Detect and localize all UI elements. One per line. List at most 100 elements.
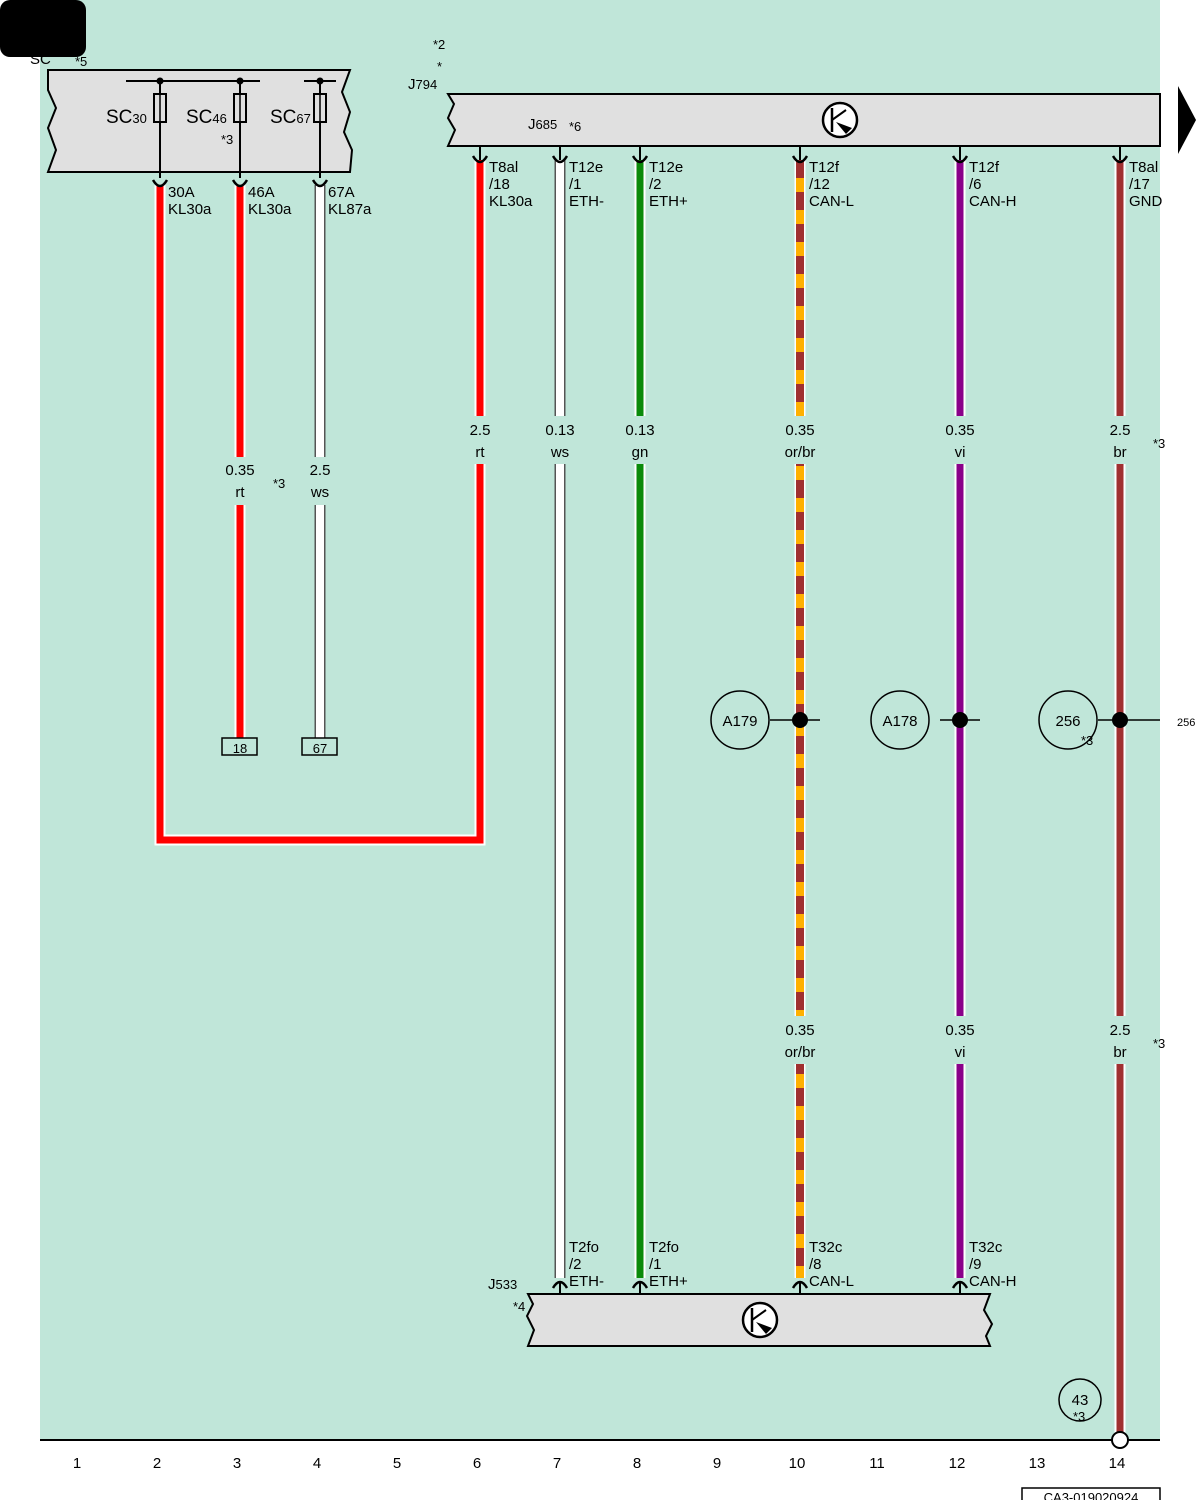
wire-label-note: *3 — [1153, 1036, 1165, 1051]
j533-pin-0-conn: T2fo — [569, 1239, 599, 1256]
wire-kl30a-loop — [156, 160, 484, 844]
column-number: 4 — [313, 1455, 321, 1472]
wire-labels: 0.35 rt *3 2.5 ws 2.5 rt 0.13 ws 0.13 gn… — [225, 422, 1165, 1061]
wire-label-size: 2.5 — [470, 422, 491, 439]
column-number: 11 — [869, 1455, 885, 1472]
wire-label-color: vi — [955, 444, 966, 461]
wire-label-note: *3 — [1153, 436, 1165, 451]
column-number: 13 — [1029, 1455, 1046, 1472]
document-code-box: CA3-019020924 — [1021, 1487, 1161, 1500]
next-page-arrow[interactable] — [1178, 86, 1196, 154]
wire-label-note: *3 — [273, 476, 285, 491]
j794-pin-1-conn: T12e — [569, 159, 603, 176]
j794-pin-0-num: /18 — [489, 176, 510, 193]
sc67-signal-label: KL87a — [328, 201, 372, 218]
j794-pin-3-conn: T12f — [809, 159, 840, 176]
wire-label-size: 2.5 — [310, 462, 331, 479]
j533-pin-3-conn: T32c — [969, 1239, 1003, 1256]
wire-label-size: 0.35 — [785, 1022, 814, 1039]
j533-pin-1-num: /1 — [649, 1256, 662, 1273]
j794-body — [446, 93, 1161, 147]
pin-arc — [631, 155, 649, 164]
j533-label: J533 — [488, 1276, 517, 1293]
j794-pin-0-conn: T8al — [489, 159, 518, 176]
j685-label: J685 — [528, 116, 557, 133]
j794-component[interactable]: *2 * J794 J685 *6 — [408, 37, 1161, 147]
sc30-pin-label: 30A — [168, 184, 195, 201]
wire-label-size: 0.13 — [625, 422, 654, 439]
column-number: 9 — [713, 1455, 721, 1472]
column-number: 3 — [233, 1455, 241, 1472]
j685-note: *6 — [569, 119, 581, 134]
pin-arc — [151, 179, 169, 188]
connection-256-label: 256 — [1055, 713, 1080, 730]
column-number: 7 — [553, 1455, 561, 1472]
j794-label: J794 — [408, 76, 437, 93]
pin-arc — [311, 179, 329, 188]
j794-pin-4-num: /6 — [969, 176, 982, 193]
network-gateway-icon — [741, 1301, 779, 1339]
j533-pin-2-num: /8 — [809, 1256, 822, 1273]
j794-pin-1-signal: ETH- — [569, 193, 604, 210]
wire-label-size: 0.13 — [545, 422, 574, 439]
column-number: 12 — [949, 1455, 966, 1472]
column-number: 14 — [1109, 1455, 1126, 1472]
j794-pin-3-num: /12 — [809, 176, 830, 193]
wire-label-size: 0.35 — [945, 1022, 974, 1039]
connection-a178[interactable]: A178 — [870, 690, 980, 750]
sc30-signal-label: KL30a — [168, 201, 212, 218]
j794-pin-0-signal: KL30a — [489, 193, 533, 210]
j794-pin-4-conn: T12f — [969, 159, 1000, 176]
page-tab — [0, 0, 86, 57]
sc46-pin-label: 46A — [248, 184, 275, 201]
sc67-label: SC67 — [270, 107, 311, 128]
wire-label-color: rt — [475, 444, 485, 461]
sc-partial-label: SC — [30, 51, 51, 68]
ground-43-label: 43 — [1072, 1392, 1089, 1409]
connection-a179[interactable]: A179 — [710, 690, 820, 750]
wire-label-color: gn — [632, 444, 649, 461]
j533-note: *4 — [513, 1299, 525, 1314]
column-number: 5 — [393, 1455, 401, 1472]
terminal-67[interactable]: 67 — [301, 737, 338, 756]
wire-label-size: 0.35 — [785, 422, 814, 439]
sc46-note: *3 — [221, 132, 233, 147]
pin-arc — [231, 179, 249, 188]
wire-label-color: or/br — [785, 1044, 816, 1061]
column-number: 2 — [153, 1455, 161, 1472]
network-gateway-icon — [821, 101, 859, 139]
sc46-label: SC46 — [186, 107, 227, 128]
connector-pin-leads — [479, 146, 1121, 1294]
wire-label-color: ws — [550, 444, 569, 461]
terminal-18[interactable]: 18 — [221, 737, 258, 756]
ground-terminal-icon — [1111, 1431, 1129, 1449]
j533-pin-3-signal: CAN-H — [969, 1273, 1017, 1290]
j794-note-top: *2 — [433, 37, 445, 52]
sc-fuse-block[interactable]: SC *5 SC30 SC46 *3 SC67 30A KL30a 46A KL… — [30, 51, 372, 218]
wire-label-color: vi — [955, 1044, 966, 1061]
connection-a178-label: A178 — [882, 713, 917, 730]
right-reference-label: 256 — [1177, 717, 1195, 729]
j794-pin-4-signal: CAN-H — [969, 193, 1017, 210]
terminal-67-label: 67 — [313, 741, 327, 756]
j794-pin-5-signal: GND — [1129, 193, 1163, 210]
column-number: 10 — [789, 1455, 806, 1472]
wire-label-color: br — [1113, 1044, 1126, 1061]
wire-label-gaps — [228, 416, 1132, 1064]
connection-256[interactable]: 256 *3 — [1038, 690, 1160, 750]
terminal-18-label: 18 — [233, 741, 247, 756]
sc46-signal-label: KL30a — [248, 201, 292, 218]
wire-label-size: 0.35 — [225, 462, 254, 479]
ground-43[interactable]: 43 *3 — [1058, 1378, 1102, 1424]
column-number: 1 — [73, 1455, 81, 1472]
j794-pin-2-conn: T12e — [649, 159, 683, 176]
j533-pin-1-signal: ETH+ — [649, 1273, 688, 1290]
pin-arc — [1111, 155, 1129, 164]
wire-label-size: 2.5 — [1110, 1022, 1131, 1039]
sc67-pin-label: 67A — [328, 184, 355, 201]
wire-label-color: rt — [235, 484, 245, 501]
j533-pin-3-num: /9 — [969, 1256, 982, 1273]
j533-pin-2-conn: T32c — [809, 1239, 843, 1256]
j533-component[interactable]: J533 *4 — [488, 1276, 994, 1347]
